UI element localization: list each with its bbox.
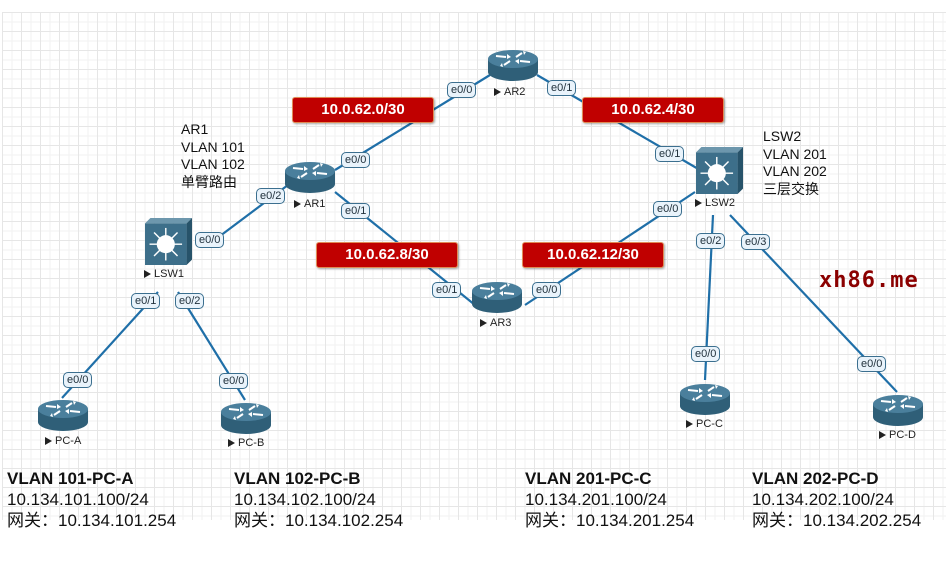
note-line: VLAN 101 bbox=[181, 138, 245, 155]
router-icon bbox=[470, 280, 524, 316]
port-lsw1-e00[interactable]: e0/0 bbox=[195, 232, 225, 248]
pc-info-gateway: 网关：10.134.101.254 bbox=[7, 511, 177, 530]
expand-triangle-icon bbox=[480, 319, 487, 327]
device-label: AR2 bbox=[504, 86, 526, 98]
port-lsw2-e02[interactable]: e0/2 bbox=[696, 233, 726, 249]
pc-info-ip: 10.134.101.100/24 bbox=[7, 490, 149, 509]
pc-info-gateway: 网关：10.134.202.254 bbox=[752, 511, 922, 530]
pc-info-c: VLAN 201-PC-C 10.134.201.100/24 网关：10.13… bbox=[525, 468, 694, 531]
port-ar1-e01[interactable]: e0/1 bbox=[341, 203, 371, 219]
device-ar1[interactable]: AR1 bbox=[283, 160, 337, 210]
expand-triangle-icon bbox=[228, 439, 235, 447]
note-line: AR1 bbox=[181, 121, 209, 137]
pc-info-a: VLAN 101-PC-A 10.134.101.100/24 网关：10.13… bbox=[7, 468, 176, 531]
note-line: LSW2 bbox=[763, 128, 802, 144]
pc-info-b: VLAN 102-PC-B 10.134.102.100/24 网关：10.13… bbox=[234, 468, 403, 531]
subnet-ar1-ar3: 10.0.62.8/30 bbox=[316, 242, 458, 268]
device-lsw2[interactable]: LSW2 bbox=[695, 147, 743, 209]
switch-icon bbox=[696, 147, 743, 194]
note-line: VLAN 201 bbox=[763, 145, 827, 162]
port-ar3-e01[interactable]: e0/1 bbox=[432, 282, 462, 298]
pc-info-ip: 10.134.202.100/24 bbox=[752, 490, 894, 509]
expand-triangle-icon bbox=[294, 200, 301, 208]
device-label: AR1 bbox=[304, 198, 326, 210]
device-pc-a[interactable]: PC-A bbox=[36, 398, 90, 447]
pc-info-gateway: 网关：10.134.102.254 bbox=[234, 511, 404, 530]
port-lsw2-e03[interactable]: e0/3 bbox=[741, 234, 771, 250]
router-icon bbox=[36, 398, 90, 434]
pc-info-title: VLAN 202-PC-D bbox=[752, 469, 879, 488]
router-icon bbox=[283, 160, 337, 196]
port-ar3-e00[interactable]: e0/0 bbox=[532, 282, 562, 298]
device-label: PC-B bbox=[238, 437, 265, 449]
expand-triangle-icon bbox=[686, 420, 693, 428]
note-line: 三层交换 bbox=[763, 180, 819, 197]
pc-info-gateway: 网关：10.134.201.254 bbox=[525, 511, 695, 530]
pc-info-title: VLAN 102-PC-B bbox=[234, 469, 361, 488]
expand-triangle-icon bbox=[494, 88, 501, 96]
device-pc-d[interactable]: PC-D bbox=[871, 393, 925, 441]
expand-triangle-icon bbox=[45, 437, 52, 445]
subnet-ar2-lsw2: 10.0.62.4/30 bbox=[582, 97, 724, 123]
router-icon bbox=[486, 48, 540, 84]
device-ar3[interactable]: AR3 bbox=[470, 280, 524, 329]
pc-info-ip: 10.134.201.100/24 bbox=[525, 490, 667, 509]
pc-info-title: VLAN 101-PC-A bbox=[7, 469, 134, 488]
port-ar2-e01[interactable]: e0/1 bbox=[547, 80, 577, 96]
device-label: PC-C bbox=[696, 418, 723, 430]
device-lsw1[interactable]: LSW1 bbox=[144, 218, 192, 280]
port-lsw2-e01[interactable]: e0/1 bbox=[655, 146, 685, 162]
device-label: AR3 bbox=[490, 317, 512, 329]
device-label: LSW1 bbox=[154, 268, 184, 280]
router-icon bbox=[219, 401, 273, 437]
pc-info-title: VLAN 201-PC-C bbox=[525, 469, 652, 488]
expand-triangle-icon bbox=[695, 199, 702, 207]
device-label: LSW2 bbox=[705, 197, 735, 209]
watermark: xh86.me bbox=[819, 268, 919, 293]
port-pca-e00[interactable]: e0/0 bbox=[63, 372, 93, 388]
port-ar1-e00[interactable]: e0/0 bbox=[341, 152, 371, 168]
subnet-ar1-ar2: 10.0.62.0/30 bbox=[292, 97, 434, 123]
note-line: VLAN 202 bbox=[763, 163, 827, 179]
note-lsw2: LSW2 VLAN 201 VLAN 202 三层交换 bbox=[763, 128, 827, 198]
device-pc-c[interactable]: PC-C bbox=[678, 382, 732, 430]
router-icon bbox=[678, 382, 732, 418]
port-pcd-e00[interactable]: e0/0 bbox=[857, 356, 887, 372]
device-label: PC-A bbox=[55, 435, 82, 447]
port-pcc-e00[interactable]: e0/0 bbox=[691, 346, 721, 362]
port-ar2-e00[interactable]: e0/0 bbox=[447, 82, 477, 98]
pc-info-ip: 10.134.102.100/24 bbox=[234, 490, 376, 509]
subnet-ar3-lsw2: 10.0.62.12/30 bbox=[522, 242, 664, 268]
port-ar1-e02[interactable]: e0/2 bbox=[256, 188, 286, 204]
device-pc-b[interactable]: PC-B bbox=[219, 401, 273, 449]
note-line: 单臂路由 bbox=[181, 173, 237, 190]
device-ar2[interactable]: AR2 bbox=[486, 48, 540, 98]
port-lsw1-e01[interactable]: e0/1 bbox=[131, 293, 161, 309]
expand-triangle-icon bbox=[879, 431, 886, 439]
router-icon bbox=[871, 393, 925, 429]
pc-info-d: VLAN 202-PC-D 10.134.202.100/24 网关：10.13… bbox=[752, 468, 921, 531]
note-line: VLAN 102 bbox=[181, 156, 245, 172]
note-ar1: AR1 VLAN 101 VLAN 102 单臂路由 bbox=[181, 121, 245, 191]
port-pcb-e00[interactable]: e0/0 bbox=[219, 373, 249, 389]
port-lsw2-e00[interactable]: e0/0 bbox=[653, 201, 683, 217]
device-label: PC-D bbox=[889, 429, 916, 441]
port-lsw1-e02[interactable]: e0/2 bbox=[175, 293, 205, 309]
switch-icon bbox=[145, 218, 192, 265]
expand-triangle-icon bbox=[144, 270, 151, 278]
